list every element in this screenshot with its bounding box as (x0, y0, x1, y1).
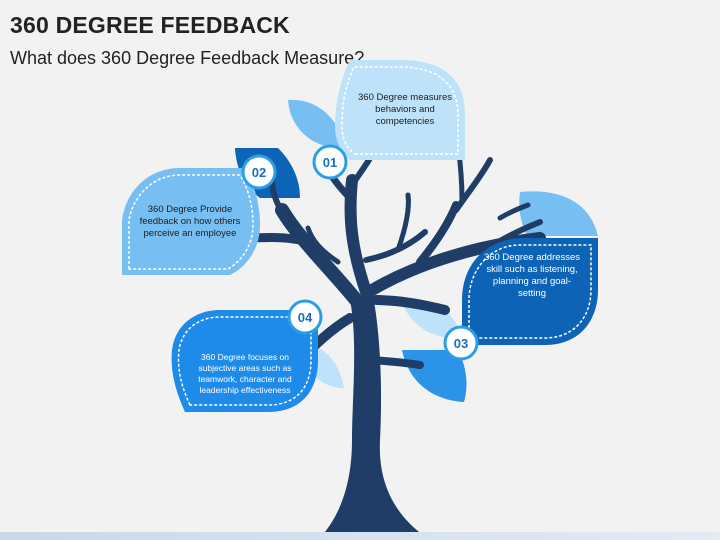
leaf-item-02 (122, 168, 260, 275)
decor-leaf (288, 99, 345, 149)
leaf-shape (122, 168, 260, 275)
leaf-shape (171, 310, 318, 412)
page-subtitle: What does 360 Degree Feedback Measure? (10, 48, 365, 68)
badge-number: 01 (323, 155, 337, 170)
leaf-item-04 (171, 310, 318, 412)
badge-number: 03 (454, 336, 468, 351)
leaf-text-01: 360 Degree measures behaviors and compet… (358, 92, 452, 127)
leaf-item-01 (335, 60, 465, 160)
tree-trunk (318, 290, 430, 540)
leaf-dashed-border (468, 244, 592, 339)
leaf-text-03: 360 Degree addresses skill such as liste… (483, 252, 581, 299)
badge-02: 02 (241, 154, 277, 190)
badge-03: 03 (443, 325, 479, 361)
decor-leaf (519, 191, 598, 236)
badge-number: 04 (298, 310, 313, 325)
leaf-item-03 (462, 238, 598, 345)
badge-number: 02 (252, 165, 266, 180)
leaf-dashed-border (128, 174, 254, 270)
badge-04: 04 (287, 299, 323, 335)
badge-01: 01 (312, 144, 348, 180)
leaf-shape (335, 60, 465, 160)
leaf-dashed-border (341, 66, 459, 155)
bottom-bar (0, 532, 720, 540)
page-title: 360 DEGREE FEEDBACK (10, 12, 290, 38)
leaf-text-04: 360 Degree focuses on subjective areas s… (198, 352, 292, 395)
leaf-shape (462, 238, 598, 345)
leaf-text-02: 360 Degree Provide feedback on how other… (139, 204, 241, 239)
